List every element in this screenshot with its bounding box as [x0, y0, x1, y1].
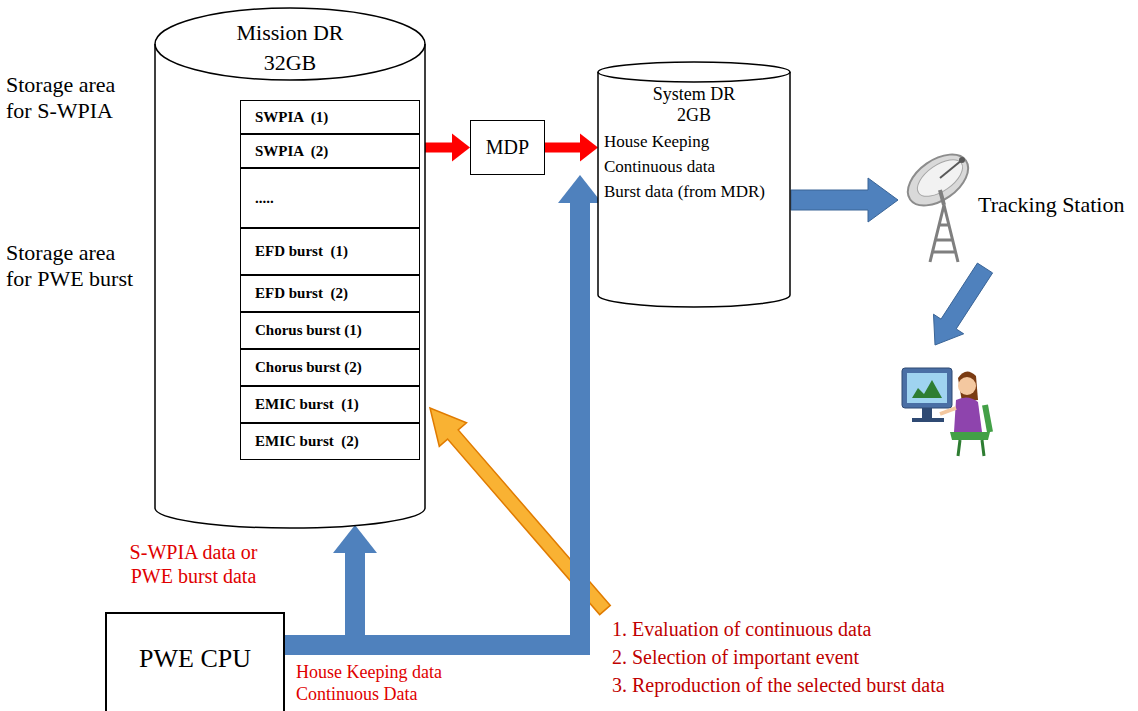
downlink-arrow	[791, 178, 898, 222]
data-flow-arrow	[545, 134, 598, 162]
arrow-head	[558, 175, 602, 203]
cpu-box: PWE CPU	[105, 612, 285, 711]
storage-slot: Chorus burst (1)	[240, 312, 420, 349]
storage-slot: SWPIA (2)	[240, 134, 420, 168]
storage-slot: EMIC burst (1)	[240, 386, 420, 423]
system-recorder: System DR2GB House KeepingContinuous data…	[598, 62, 790, 307]
arrow-head	[580, 134, 598, 162]
slot-label: EFD burst (1)	[255, 243, 348, 260]
cylinder-outline	[598, 62, 790, 307]
cylinder-rim	[155, 44, 425, 80]
slot-label: .....	[255, 190, 274, 207]
arrow-shaft	[425, 143, 453, 153]
arrow-head	[452, 134, 470, 162]
recorder-content: House Keeping	[604, 132, 709, 152]
note-item: 1. Evaluation of continuous data	[612, 617, 871, 641]
cylinder-outline	[155, 8, 425, 528]
user-icon	[902, 368, 990, 456]
slot-label: EMIC burst (1)	[255, 396, 359, 413]
storage-slot: .....	[240, 168, 420, 228]
recorder-content: Continuous data	[604, 157, 715, 177]
area-label: Storage area for S-WPIA	[6, 72, 141, 125]
edge-label: House Keeping data Continuous Data	[296, 662, 471, 705]
recorder-title: 32GB	[155, 50, 425, 75]
slot-label: SWPIA (1)	[255, 109, 328, 126]
storage-slot: EFD burst (2)	[240, 275, 420, 312]
slot-label: SWPIA (2)	[255, 143, 328, 160]
recorder-title: System DR	[598, 84, 790, 105]
storage-slot: SWPIA (1)	[240, 100, 420, 134]
processor-box: MDP	[470, 120, 545, 175]
arrow-head	[333, 525, 377, 553]
cylinder-rim	[598, 72, 790, 82]
note-item: 3. Reproduction of the selected burst da…	[612, 673, 945, 697]
arrow-shaft	[545, 143, 581, 153]
recorder-content: Burst data (from MDR)	[604, 182, 765, 202]
data-arrow	[934, 263, 993, 345]
slot-label: EMIC burst (2)	[255, 433, 359, 450]
area-label: Storage area for PWE burst	[6, 240, 141, 293]
slot-label: Chorus burst (2)	[255, 359, 362, 376]
recorder-title: 2GB	[598, 105, 790, 126]
box-label: MDP	[486, 136, 529, 159]
slot-label: Chorus burst (1)	[255, 322, 362, 339]
note-item: 2. Selection of important event	[612, 645, 859, 669]
mission-recorder: Mission DR 32GB SWPIA (1) SWPIA (2)..... EFD…	[155, 8, 425, 528]
storage-slot: Chorus burst (2)	[240, 349, 420, 386]
slot-label: EFD burst (2)	[255, 285, 348, 302]
box-label: PWE CPU	[139, 644, 251, 674]
antenna-icon	[899, 144, 978, 262]
data-flow-arrow	[425, 134, 470, 162]
recorder-title: Mission DR	[155, 20, 425, 45]
edge-label: S-WPIA data or PWE burst data	[116, 540, 271, 588]
storage-slot: EMIC burst (2)	[240, 423, 420, 460]
storage-slot: EFD burst (1)	[240, 228, 420, 275]
arrow-shaft	[283, 552, 355, 645]
station-label: Tracking Station	[978, 192, 1124, 218]
data-flow-arrow	[283, 525, 377, 645]
